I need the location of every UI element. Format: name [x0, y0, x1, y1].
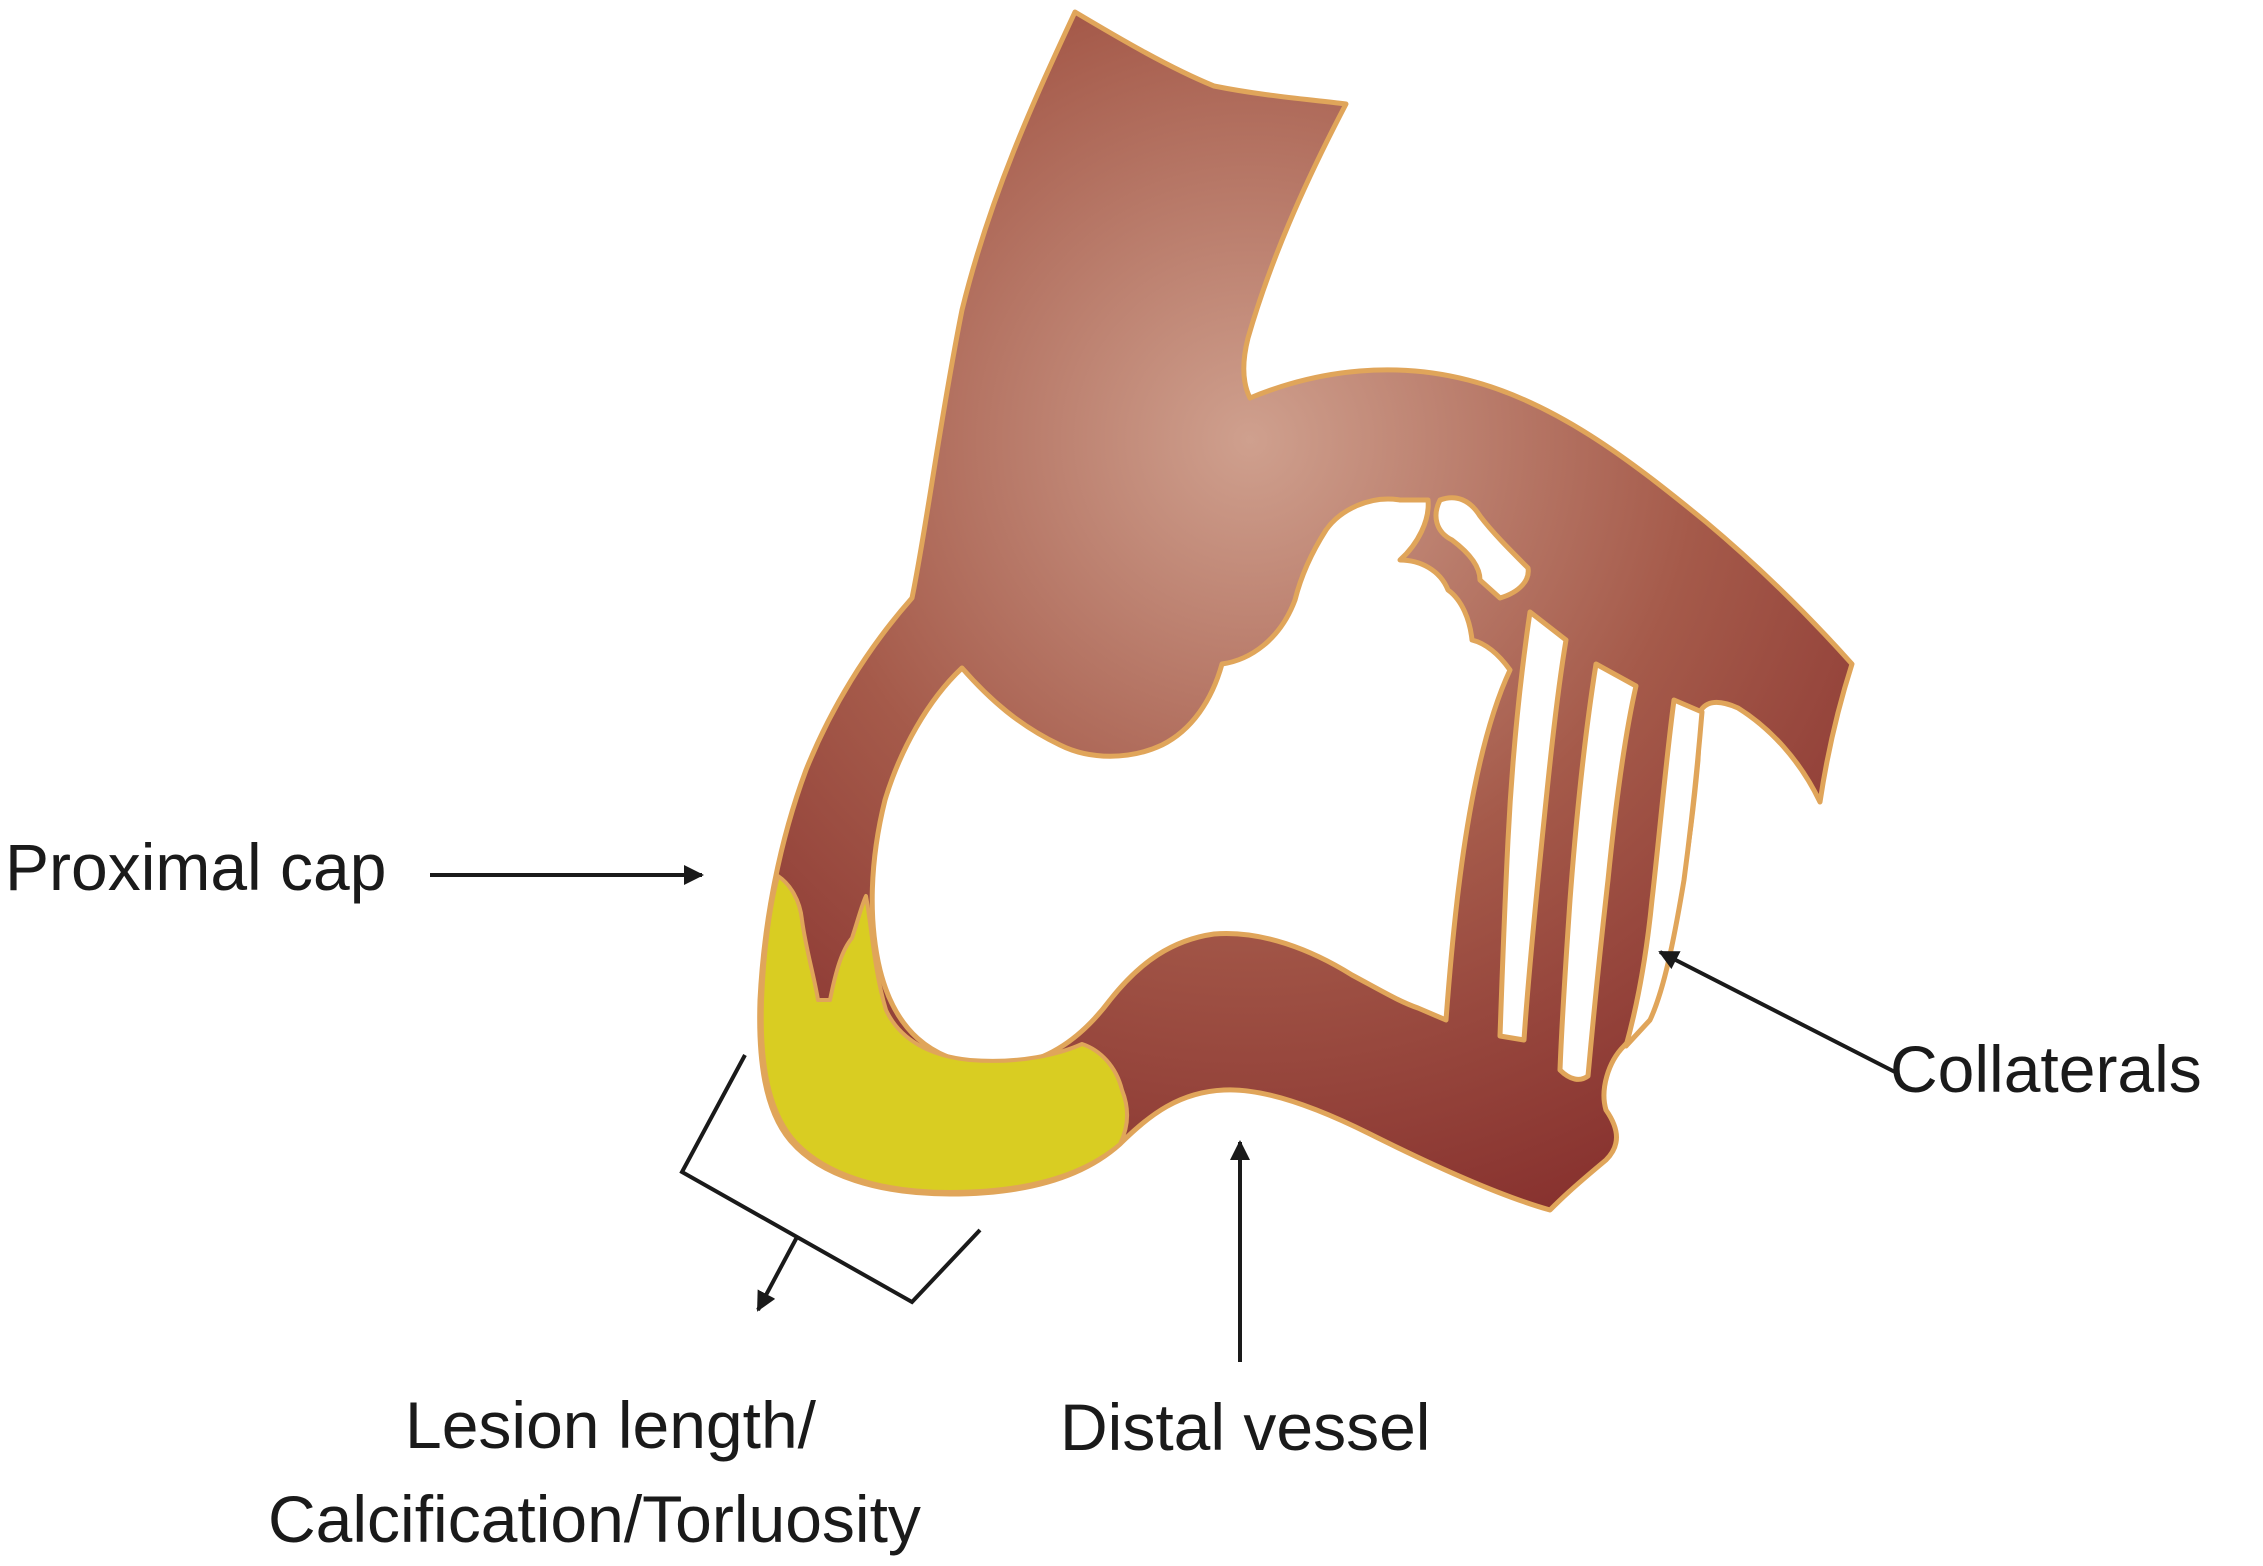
collateral-gap-1: [1497, 609, 1569, 1043]
collaterals-arrow: [1658, 950, 1896, 1074]
lesion-label-line2: Calcification/Torluosity: [268, 1482, 921, 1556]
annotations: Proximal cap Collaterals Distal vessel L…: [5, 830, 2202, 1556]
distal-vessel-label: Distal vessel: [1060, 1390, 1430, 1464]
coronary-vessel: [757, 9, 1855, 1213]
lesion-label-line1: Lesion length/: [405, 1388, 817, 1462]
branch-hook: [1433, 495, 1531, 601]
lesion-arrow: [756, 1236, 799, 1312]
proximal-cap-label: Proximal cap: [5, 830, 386, 904]
collateral-gap-2: [1557, 661, 1639, 1082]
occlusion: [759, 874, 1129, 1194]
collateral-gap-3: [1623, 697, 1705, 1049]
collaterals-label: Collaterals: [1890, 1032, 2202, 1106]
